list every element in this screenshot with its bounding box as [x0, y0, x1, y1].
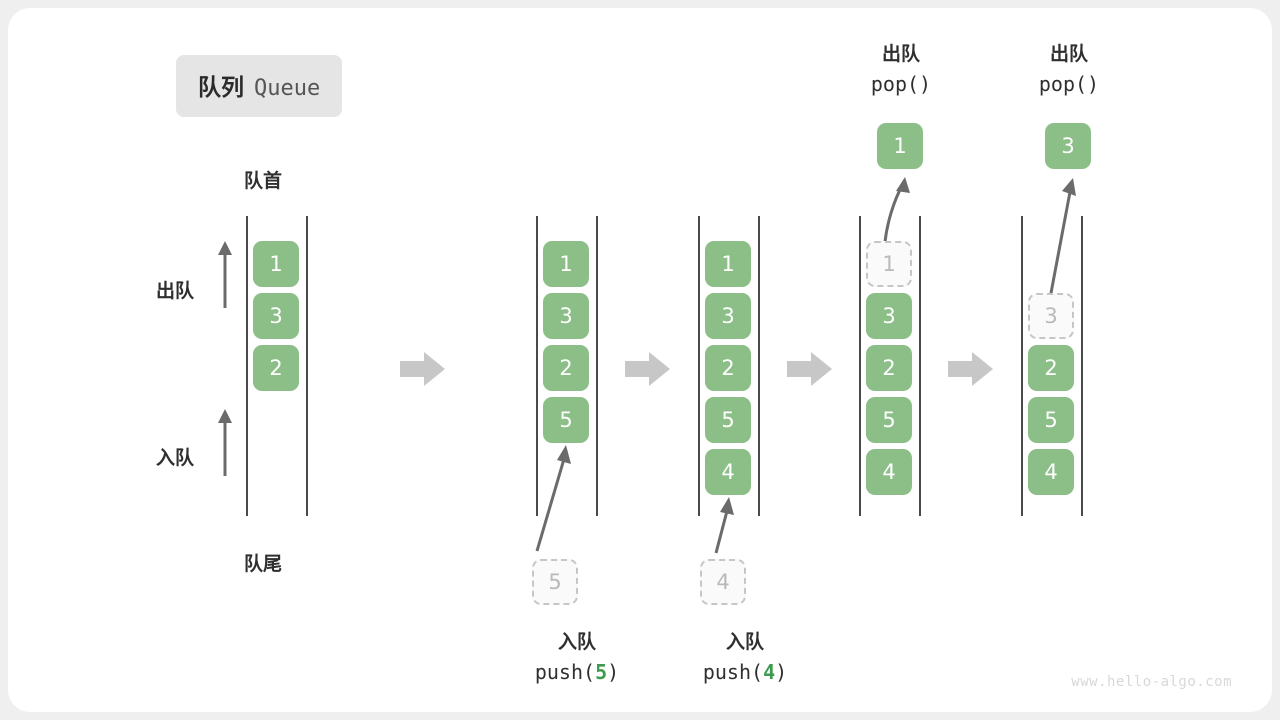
push-5-caption-cn: 入队	[557, 631, 596, 653]
dequeue-label: 出队	[156, 280, 195, 302]
queue-cell: 4	[705, 449, 751, 495]
push-arrow-icon	[714, 497, 734, 554]
queue-tail-label: 队尾	[244, 553, 283, 575]
rail-right-panel-1	[306, 216, 308, 516]
queue-cell: 2	[866, 345, 912, 391]
queue-cell: 2	[705, 345, 751, 391]
title-cn: 队列	[198, 75, 244, 101]
pop-1-caption-fn: pop()	[870, 72, 932, 97]
title-badge: 队列 Queue	[176, 55, 343, 117]
queue-cell: 2	[253, 345, 299, 391]
rail-left-panel-3	[698, 216, 700, 516]
push-4-caption-fn: push(4)	[685, 657, 805, 688]
popped-cell: 3	[1045, 123, 1091, 169]
push-5-caption-fn: push(5)	[517, 657, 637, 688]
pop-arrow-icon	[883, 177, 910, 243]
enqueue-arrow-icon	[218, 409, 232, 476]
queue-cell: 5	[705, 397, 751, 443]
queue-cell: 5	[543, 397, 589, 443]
title-en: Queue	[254, 76, 321, 101]
push-5-arg: 5	[595, 660, 608, 685]
rail-right-panel-2	[596, 216, 598, 516]
push-4-caption: 入队 push(4)	[685, 628, 805, 688]
rail-left-panel-1	[246, 216, 248, 516]
ghost-cell: 1	[866, 241, 912, 287]
step-arrow-icon	[787, 352, 832, 386]
ghost-cell: 4	[700, 559, 746, 605]
push-5-caption: 入队 push(5)	[517, 628, 637, 688]
step-arrow-icon	[400, 352, 445, 386]
rail-right-panel-5	[1081, 216, 1083, 516]
push-4-suffix: )	[775, 660, 788, 685]
pop-3-caption-cn: 出队	[1049, 43, 1088, 65]
rail-right-panel-3	[758, 216, 760, 516]
queue-cell: 3	[705, 293, 751, 339]
ghost-cell: 3	[1028, 293, 1074, 339]
diagram-card: 队列 Queue 队首 队尾 出队 入队 1 3 2 1 3 2 5 5 入队 …	[8, 8, 1272, 712]
queue-cell: 3	[543, 293, 589, 339]
pop-1-caption-cn: 出队	[881, 43, 920, 65]
dequeue-arrow-icon	[218, 241, 232, 308]
step-arrow-icon	[625, 352, 670, 386]
push-arrow-icon	[535, 445, 571, 552]
ghost-cell: 5	[532, 559, 578, 605]
pop-3-caption-fn: pop()	[1038, 72, 1100, 97]
push-5-suffix: )	[607, 660, 620, 685]
queue-cell: 2	[543, 345, 589, 391]
pop-3-caption: 出队 pop()	[1009, 40, 1129, 100]
push-4-arg: 4	[763, 660, 776, 685]
queue-cell: 1	[705, 241, 751, 287]
pop-1-caption: 出队 pop()	[841, 40, 961, 100]
rail-right-panel-4	[919, 216, 921, 516]
queue-cell: 4	[866, 449, 912, 495]
rail-left-panel-4	[859, 216, 861, 516]
enqueue-label: 入队	[156, 447, 195, 469]
pop-arrow-icon	[1046, 178, 1076, 310]
watermark: www.hello-algo.com	[1071, 674, 1232, 690]
queue-head-label: 队首	[244, 170, 283, 192]
queue-cell: 2	[1028, 345, 1074, 391]
queue-cell: 4	[1028, 449, 1074, 495]
push-4-prefix: push(	[702, 660, 764, 685]
queue-cell: 1	[253, 241, 299, 287]
queue-cell: 5	[866, 397, 912, 443]
rail-left-panel-5	[1021, 216, 1023, 516]
step-arrow-icon	[948, 352, 993, 386]
rail-left-panel-2	[536, 216, 538, 516]
queue-cell: 3	[866, 293, 912, 339]
queue-cell: 1	[543, 241, 589, 287]
queue-cell: 5	[1028, 397, 1074, 443]
popped-cell: 1	[877, 123, 923, 169]
push-4-caption-cn: 入队	[725, 631, 764, 653]
queue-cell: 3	[253, 293, 299, 339]
push-5-prefix: push(	[534, 660, 596, 685]
